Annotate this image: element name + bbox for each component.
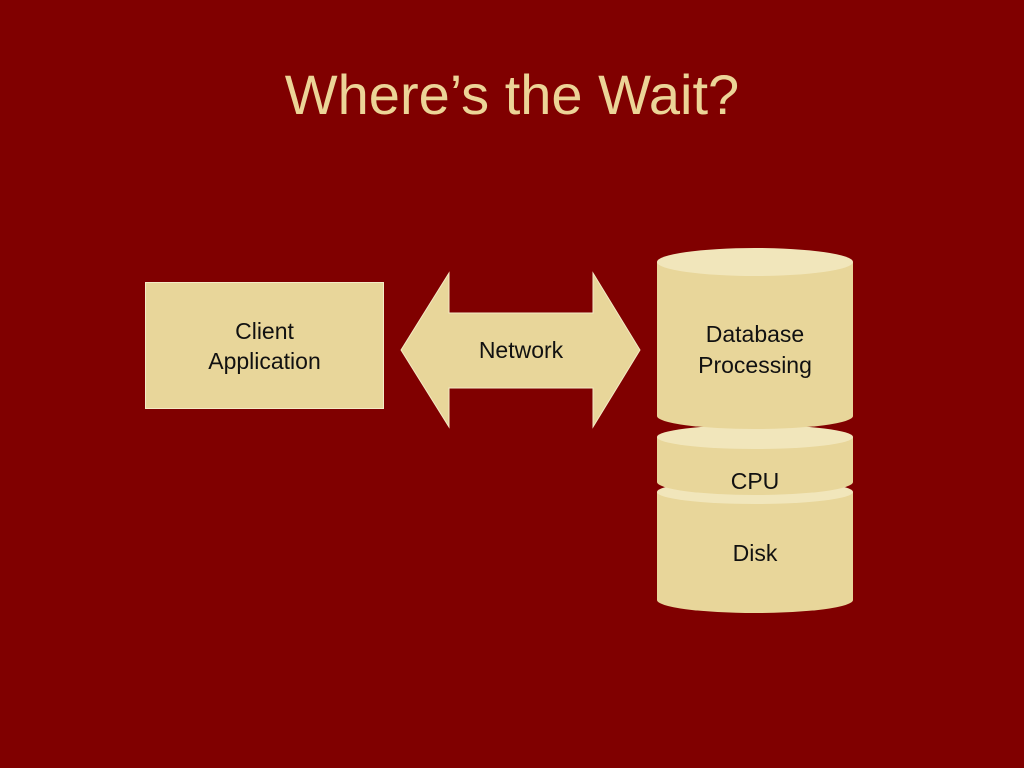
database-processing-cylinder <box>657 248 853 429</box>
network-double-arrow <box>400 271 641 429</box>
cpu-cylinder <box>657 425 853 495</box>
disk-label: Disk <box>733 540 778 566</box>
cpu-label: CPU <box>731 468 780 494</box>
database-processing-label-line2: Processing <box>698 352 812 378</box>
database-processing-label-line1: Database <box>706 321 804 347</box>
client-application-box: Client Application <box>145 282 384 409</box>
client-application-label: Client Application <box>208 317 321 374</box>
slide-title: Where’s the Wait? <box>284 63 740 126</box>
network-label: Network <box>479 337 564 363</box>
